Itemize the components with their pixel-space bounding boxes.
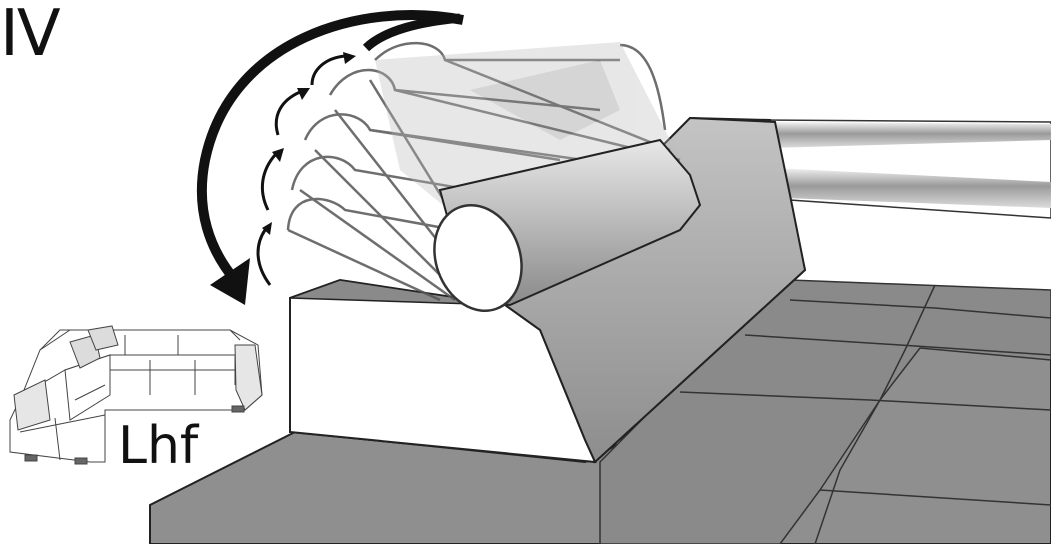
headrest-roll <box>433 138 702 312</box>
curved-arrow-icon <box>196 10 464 305</box>
corner-sofa-thumbnail <box>9 325 263 465</box>
back-rail <box>758 119 1051 219</box>
seat-cushions <box>149 279 1051 544</box>
step-label: IV <box>0 0 61 71</box>
model-label: Lhf <box>118 416 199 476</box>
